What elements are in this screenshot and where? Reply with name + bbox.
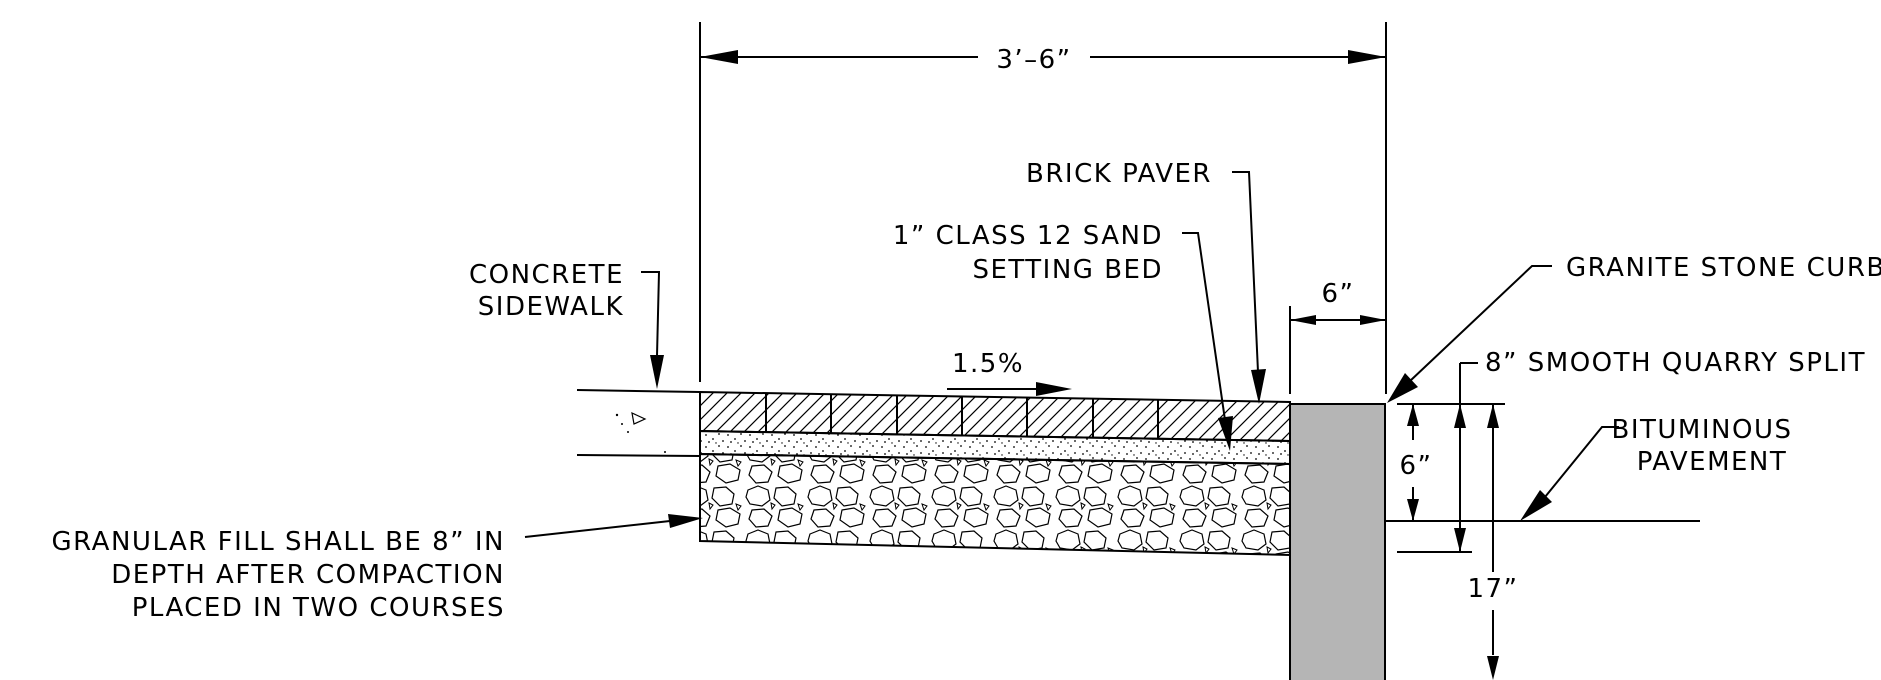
reveal-dimension [1407,404,1419,521]
bituminous-leader [1544,426,1619,498]
curb-depth-dimension [1397,362,1505,680]
concrete-sidewalk-label-line2: SIDEWALK [478,292,624,322]
reveal-label: 6” [1399,451,1432,481]
sand-bed-label-line2: SETTING BED [972,255,1163,285]
concrete-sidewalk-label-line1: CONCRETE [469,260,624,290]
bituminous-label-line1: BITUMINOUS [1612,415,1793,445]
granular-fill-label-line2: DEPTH AFTER COMPACTION [111,560,505,590]
quarry-split-label: 8” SMOOTH QUARRY SPLIT [1485,348,1866,378]
granular-fill-leader [524,520,671,538]
granular-fill-label-line3: PLACED IN TWO COURSES [132,593,505,623]
granular-fill [699,452,1291,557]
overall-width-label: 3’–6” [996,45,1071,75]
granite-curb [1289,403,1386,680]
brick-paver-label: BRICK PAVER [1026,159,1212,189]
granite-curb-label: GRANITE STONE CURB [1566,253,1881,283]
slope-arrowhead [1036,382,1072,396]
sand-bed-label-line1: 1” CLASS 12 SAND [893,221,1163,251]
granular-fill-label-line1: GRANULAR FILL SHALL BE 8” IN [52,527,505,557]
concrete-sidewalk-leader [641,271,661,357]
overall-width-dimension [699,22,1387,394]
brick-paver-leader [1232,171,1259,373]
sand-bed-leader [1182,232,1226,421]
curb-width-label: 6” [1321,279,1354,309]
curb-width-dimension [1289,306,1386,394]
slope-label: 1.5% [952,349,1024,379]
bituminous-label-line2: PAVEMENT [1637,447,1788,477]
concrete-speckle [615,411,666,453]
granite-curb-leader [1409,265,1552,382]
sidewalk-top-line [576,389,701,393]
curb-depth-label: 17” [1467,574,1518,604]
sidewalk-bottom-line [576,454,701,457]
